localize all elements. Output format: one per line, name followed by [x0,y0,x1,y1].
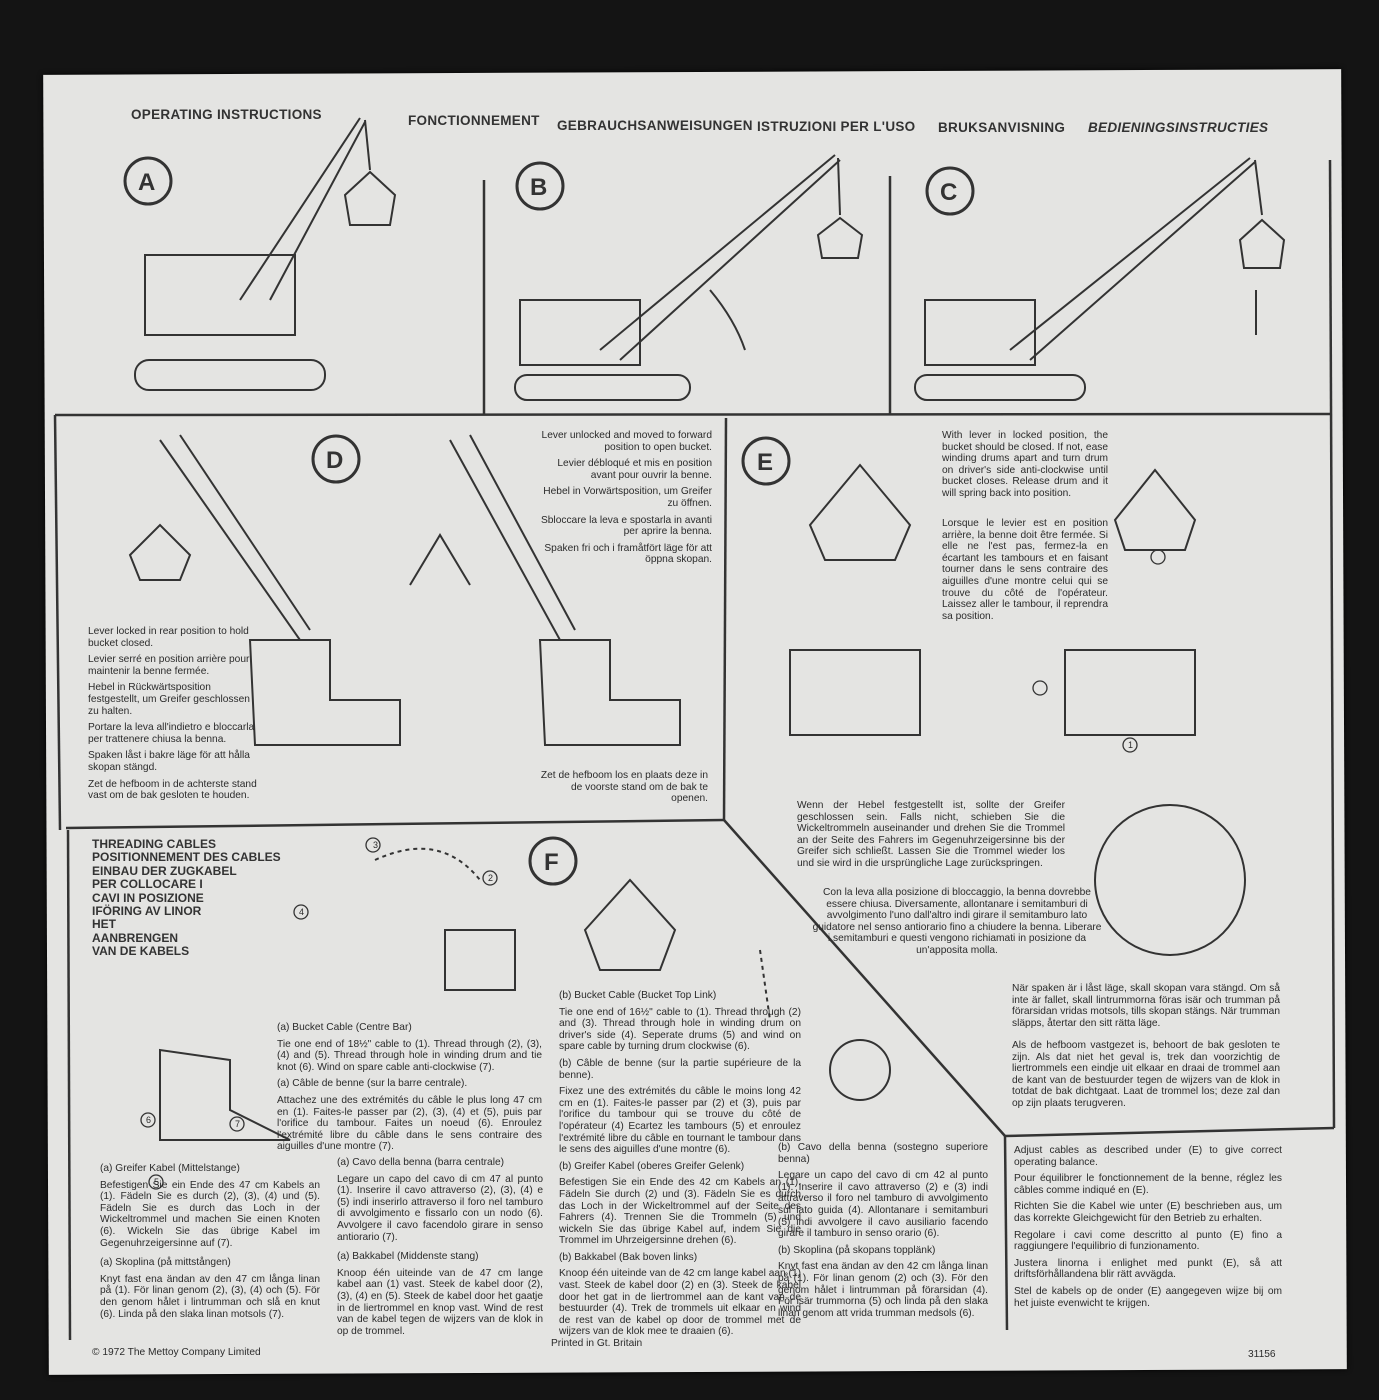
printed-in: Printed in Gt. Britain [551,1338,643,1349]
header-nl: BEDIENINGSINSTRUCTIES [1088,120,1269,135]
section-d-label: D [326,447,344,474]
callout-7: 7 [235,1119,241,1129]
threading-diagram [159,847,891,1141]
e-text-sv: När spaken är i låst läge, skall skopan … [1012,983,1280,1029]
header-sv: BRUKSANVISNING [938,120,1066,135]
header-de: GEBRAUCHSANWEISUNGEN [557,118,753,133]
cable-a-en-fr: (a) Bucket Cable (Centre Bar)Tie one end… [277,1022,542,1153]
e-text-nl: Als de hefboom vastgezet is, behoort de … [1012,1040,1280,1109]
callout-circles [140,549,1166,1190]
header-fr: FONCTIONNEMENT [408,113,540,128]
cable-b-it-sv: (b) Cavo della benna (sostegno superiore… [778,1142,988,1319]
section-c-label: C [940,179,958,206]
crane-a [134,117,397,391]
d-open-text: Lever unlocked and moved to forward posi… [540,430,712,566]
adjust-cables-text: Adjust cables as described under (E) to … [1014,1145,1282,1309]
section-letter-circles [123,156,975,886]
callout-3: 3 [373,840,379,850]
header-en: OPERATING INSTRUCTIONS [131,107,322,122]
crane-c [914,157,1286,401]
d-open-text-nl: Zet de hefboom los en plaats deze in de … [540,770,708,805]
crane-b [514,154,864,401]
panel-dividers [53,159,1336,1341]
cable-a-it-nl: (a) Cavo della benna (barra centrale)Leg… [337,1157,543,1337]
callout-4: 4 [299,907,305,917]
callout-2: 2 [488,873,494,883]
callout-1: 1 [1128,740,1134,750]
cable-b-en-fr-de-nl: (b) Bucket Cable (Bucket Top Link)Tie on… [559,990,801,1338]
copyright: © 1972 The Mettoy Company Limited [92,1347,261,1358]
section-f-label: F [544,849,559,876]
callout-6: 6 [146,1115,152,1125]
crane-d [128,434,681,746]
section-e-label: E [757,449,774,476]
e-text-de: Wenn der Hebel festgestellt ist, sollte … [797,800,1065,869]
header-it: ISTRUZIONI PER L'USO [757,119,916,134]
part-code: 31156 [1248,1349,1276,1360]
e-text-it: Con la leva alla posizione di bloccaggio… [812,887,1102,956]
section-b-label: B [530,174,548,201]
callout-5: 5 [154,1177,160,1187]
e-text-fr: Lorsque le levier est en position arrièr… [942,518,1108,622]
d-closed-text: Lever locked in rear position to hold bu… [88,626,257,802]
section-a-label: A [138,169,156,196]
cable-a-de-sv: (a) Greifer Kabel (Mittelstange)Befestig… [100,1163,320,1320]
e-text-en: With lever in locked position, the bucke… [942,430,1108,499]
bucket-e [789,463,1246,956]
